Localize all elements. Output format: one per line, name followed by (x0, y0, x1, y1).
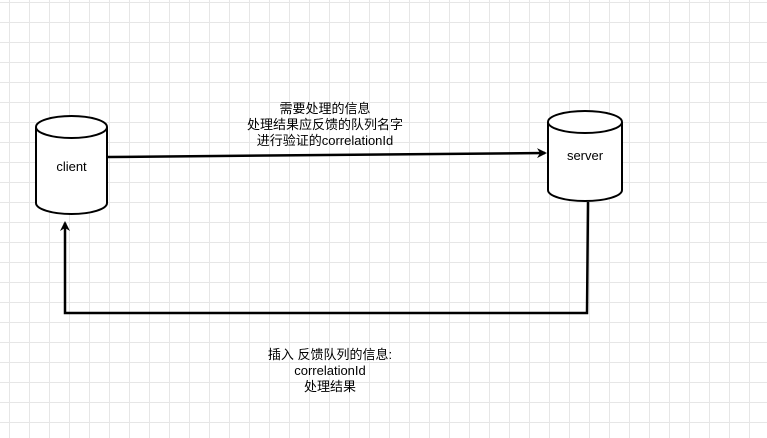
request-label-line: 需要处理的信息 (279, 101, 371, 116)
request-edge-label: 需要处理的信息 处理结果应反馈的队列名字 进行验证的correlationId (215, 101, 435, 149)
request-label-line: 处理结果应反馈的队列名字 (246, 117, 403, 132)
server-label: server (567, 148, 604, 163)
client-cylinder-shape (35, 115, 108, 215)
server-cylinder-shape (547, 110, 623, 202)
request-label-line: 进行验证的correlationId (256, 133, 394, 148)
response-label-line: 插入 反馈队列的信息: (267, 347, 393, 362)
response-arrow[interactable] (60, 201, 590, 315)
server-node[interactable]: server (547, 110, 623, 202)
client-node[interactable]: client (35, 115, 108, 215)
response-label-line: correlationId (294, 363, 366, 378)
response-edge-label: 插入 反馈队列的信息: correlationId 处理结果 (205, 347, 455, 395)
response-label-line: 处理结果 (303, 379, 356, 394)
server-cylinder-rim (547, 121, 623, 134)
client-cylinder-rim (35, 126, 108, 139)
client-label: client (56, 159, 87, 174)
request-arrow[interactable] (107, 148, 547, 159)
